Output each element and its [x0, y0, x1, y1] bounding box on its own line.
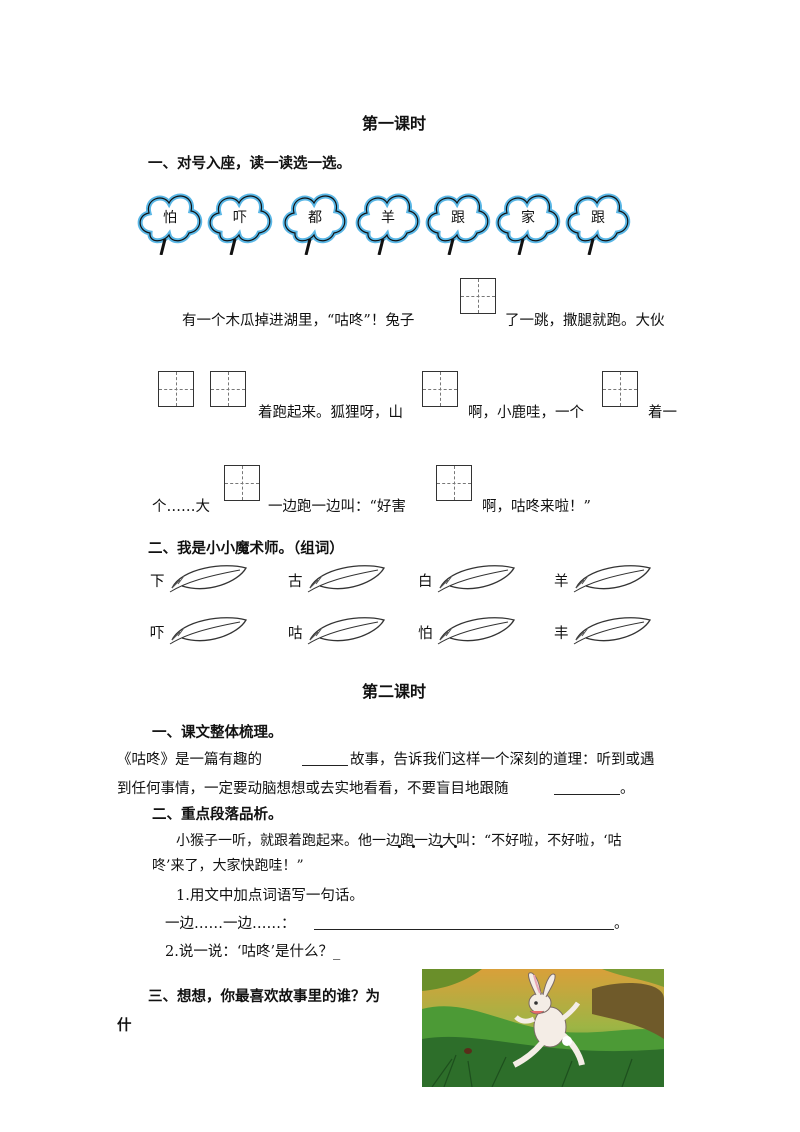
- leaf-char: 古: [288, 574, 303, 590]
- leaf-char: 吓: [150, 626, 165, 642]
- cloud-char: 羊: [381, 210, 395, 226]
- cloud-icon: [355, 193, 421, 256]
- tianzige-box[interactable]: [224, 465, 260, 501]
- leaf-answer-icon[interactable]: [306, 614, 388, 646]
- leaf-answer-icon[interactable]: [572, 562, 654, 594]
- sentence3-part-b: 一边跑一边叫：“好害: [268, 499, 406, 515]
- task1-prompt: 1.用文中加点词语写一句话。: [176, 888, 364, 904]
- leaf-answer-icon[interactable]: [306, 562, 388, 594]
- lesson1-question1: 一、对号入座，读一读选一选。: [148, 156, 351, 172]
- sentence2-part-b: 啊，小鹿哇，一个: [468, 405, 584, 421]
- emphasis-dots: [398, 845, 468, 851]
- sentence3-part-a: 个……大: [152, 499, 210, 515]
- leaf-char: 丰: [554, 626, 569, 642]
- sentence3-part-c: 啊，咕咚来啦！”: [482, 499, 591, 515]
- tianzige-box[interactable]: [210, 371, 246, 407]
- summary-part-a: 《咕咚》是一篇有趣的: [117, 752, 262, 768]
- cloud-card: 家: [493, 185, 563, 259]
- cloud-icon: [207, 193, 273, 256]
- sentence1-part-a: 有一个木瓜掉进湖里，“咕咚”！兔子: [182, 313, 415, 329]
- lesson1-question2: 二、我是小小魔术师。（组词）: [148, 541, 344, 557]
- sentence1-part-b: 了一跳，撒腿就跑。大伙: [505, 313, 665, 329]
- leaf-char: 白: [418, 574, 433, 590]
- cloud-char: 怕: [163, 210, 177, 226]
- cloud-card: 都: [280, 185, 350, 259]
- lesson2-question1: 一、课文整体梳理。: [152, 725, 283, 741]
- cloud-icon: [565, 193, 631, 256]
- rabbit-illustration: [422, 969, 664, 1087]
- leaf-answer-icon[interactable]: [436, 562, 518, 594]
- leaf-char: 怕: [418, 626, 433, 642]
- tianzige-box[interactable]: [436, 465, 472, 501]
- lesson2-question2: 二、重点段落品析。: [152, 807, 283, 823]
- tianzige-box[interactable]: [460, 278, 496, 314]
- summary-end: 。: [620, 781, 635, 797]
- cloud-icon: [425, 193, 491, 256]
- leaf-answer-icon[interactable]: [436, 614, 518, 646]
- cloud-card: 羊: [353, 185, 423, 259]
- sentence2-part-c: 着一: [648, 405, 677, 421]
- lesson1-title: 第一课时: [362, 114, 427, 133]
- leaf-grid: 下 古 白 羊 吓 咕 怕 丰: [148, 562, 668, 652]
- leaf-char: 羊: [554, 574, 569, 590]
- cloud-card: 怕: [135, 185, 205, 259]
- leaf-char: 咕: [288, 626, 303, 642]
- leaf-answer-icon[interactable]: [168, 614, 250, 646]
- summary-part-c: 到任何事情，一定要动脑想想或去实地看看，不要盲目地跟随: [117, 781, 509, 797]
- tianzige-box[interactable]: [602, 371, 638, 407]
- task1-label: 一边……一边……：: [165, 916, 296, 932]
- task1-answer-line[interactable]: [314, 929, 614, 930]
- task2-prompt: 2.说一说：‘咕咚’是什么？_: [165, 944, 341, 960]
- leaf-answer-icon[interactable]: [168, 562, 250, 594]
- cloud-char: 家: [521, 210, 535, 226]
- lesson2-question3-cont: 什: [117, 1018, 132, 1034]
- task1-end: 。: [614, 916, 629, 932]
- blank-story-type[interactable]: [302, 765, 348, 766]
- cloud-card: 跟: [423, 185, 493, 259]
- tianzige-box[interactable]: [422, 371, 458, 407]
- cloud-char: 跟: [451, 210, 465, 226]
- cloud-icon: [282, 193, 348, 256]
- quote-line1: 小猴子一听，就跟着跑起来。他一边跑一边大叫：“不好啦，不好啦，‘咕: [176, 833, 622, 849]
- leaf-answer-icon[interactable]: [572, 614, 654, 646]
- blank-follow[interactable]: [554, 794, 620, 795]
- cloud-char: 吓: [233, 210, 247, 226]
- lesson2-question3: 三、想想，你最喜欢故事里的谁？为: [148, 989, 380, 1005]
- cloud-char: 跟: [591, 210, 605, 226]
- sentence2-part-a: 着跑起来。狐狸呀，山: [258, 405, 403, 421]
- lesson2-title: 第二课时: [362, 682, 427, 701]
- cloud-row: 怕 吓 都 羊 跟 家 跟: [135, 185, 655, 275]
- leaf-char: 下: [150, 574, 165, 590]
- cloud-icon: [137, 193, 203, 256]
- cloud-card: 吓: [205, 185, 275, 259]
- cloud-char: 都: [308, 210, 322, 226]
- cloud-card: 跟: [563, 185, 633, 259]
- summary-part-b: 故事，告诉我们这样一个深刻的道理：听到或遇: [350, 752, 655, 768]
- cloud-icon: [495, 193, 561, 256]
- quote-line2: 咚’来了，大家快跑哇！”: [152, 858, 304, 874]
- tianzige-box[interactable]: [158, 371, 194, 407]
